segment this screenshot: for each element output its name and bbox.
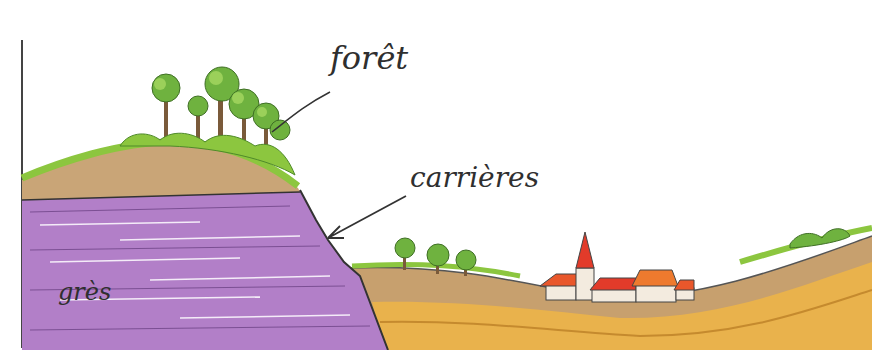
layer-line [22, 192, 300, 200]
cliff-edge [300, 190, 388, 350]
label-text: forêt [330, 42, 408, 74]
sandstone-block [22, 190, 388, 350]
label-text: grès [58, 280, 111, 304]
forest [120, 67, 295, 175]
strata-lines [40, 222, 350, 318]
leader-line [272, 92, 330, 132]
trees [395, 229, 850, 276]
grass [740, 228, 872, 262]
sand-layer [372, 262, 872, 350]
village [540, 232, 694, 302]
soil-layer [350, 236, 872, 350]
label-text: carrières [410, 164, 539, 192]
leader-line [328, 196, 406, 238]
